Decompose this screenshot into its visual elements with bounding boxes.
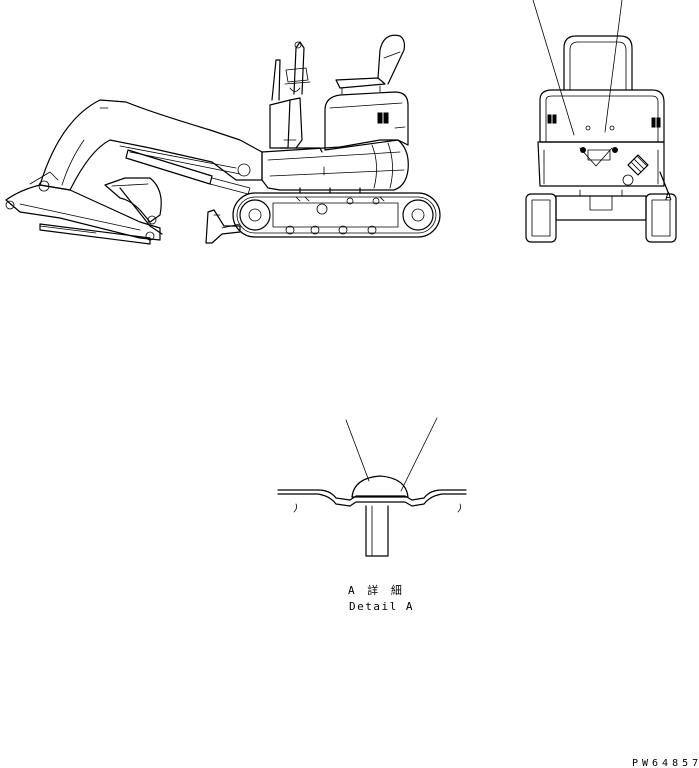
pointer-label-a: A — [665, 190, 675, 203]
engine-hood — [324, 91, 409, 151]
rear-decal — [627, 154, 649, 176]
arm-cylinder — [39, 223, 151, 245]
arm — [5, 171, 161, 241]
document-id: PW64857 — [632, 758, 699, 768]
excavator-rear-view: A — [525, 0, 677, 243]
detail-leader-right — [400, 417, 438, 492]
detail-leader-left — [345, 419, 370, 482]
operator-seat — [335, 34, 406, 95]
pointer-arrow — [659, 171, 669, 193]
boom-cylinder — [125, 149, 251, 195]
crawler-track — [232, 192, 441, 238]
upper-structure — [261, 139, 409, 194]
leader-line-left — [532, 0, 575, 136]
detail-caption-japanese: A 詳 細 — [348, 583, 405, 597]
bucket — [104, 177, 163, 241]
excavator-side-view — [5, 34, 441, 245]
detail-a-view: A 詳 細 Detail A — [277, 417, 467, 613]
leader-line-right — [604, 0, 623, 133]
control-levers — [269, 41, 323, 153]
boom — [39, 99, 263, 191]
dozer-blade — [205, 209, 241, 244]
detail-caption-english: Detail A — [349, 600, 414, 613]
